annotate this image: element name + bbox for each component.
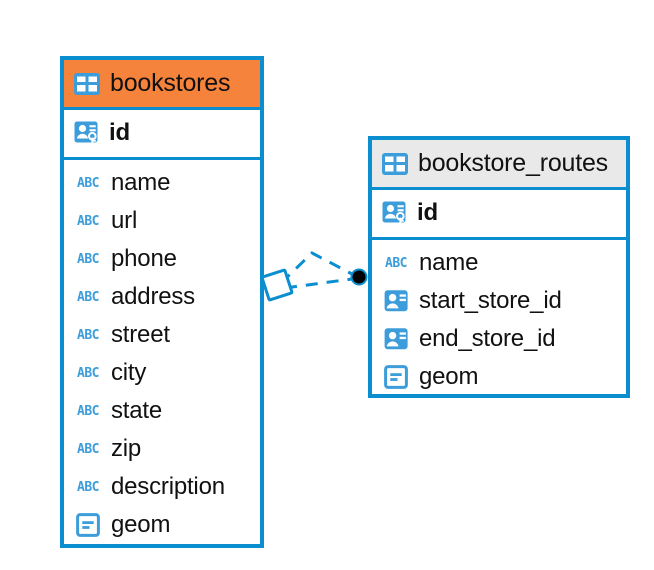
relationship-line-lower [284,277,353,290]
primary-key-icon [74,120,100,146]
field-row-name[interactable]: ABC name [64,164,260,202]
field-section: ABC name ABC url ABC phone ABC address A… [64,160,260,550]
primary-key-section: id [372,190,626,240]
entity-bookstore-routes[interactable]: bookstore_routes [368,136,630,398]
diamond-outline-marker [260,268,294,302]
field-row-zip[interactable]: ABC zip [64,430,260,468]
field-row-start-store-id[interactable]: start_store_id [372,282,626,320]
foreign-key-icon [382,289,410,313]
table-icon [382,152,408,175]
abc-icon: ABC [77,175,99,191]
field-label: city [111,359,147,386]
abc-icon: ABC [77,441,99,457]
abc-icon: ABC [77,327,99,343]
geometry-icon [74,513,102,537]
field-section: ABC name start_store_id [372,240,626,402]
abc-icon: ABC [385,255,407,271]
field-label: state [111,397,163,424]
field-label: phone [111,245,177,272]
entity-header-bookstore-routes[interactable]: bookstore_routes [372,140,626,190]
field-row-street[interactable]: ABC street [64,316,260,354]
filled-circle-marker [350,268,368,286]
geometry-icon [382,365,410,389]
field-row-state[interactable]: ABC state [64,392,260,430]
abc-icon: ABC [77,289,99,305]
entity-title: bookstores [110,69,231,97]
field-label: name [111,169,171,196]
field-row-geom[interactable]: geom [64,506,260,544]
field-label: description [111,473,225,500]
field-label: address [111,283,195,310]
foreign-key-icon [382,327,410,351]
table-icon [74,72,100,95]
field-row-id[interactable]: id [372,194,626,232]
field-row-geom[interactable]: geom [372,358,626,396]
relationship-line-upper [279,251,353,285]
field-label: geom [111,511,171,538]
abc-icon: ABC [77,403,99,419]
field-row-id[interactable]: id [64,114,260,152]
field-label: geom [419,363,479,390]
field-label: url [111,207,138,234]
entity-bookstores[interactable]: bookstores id [60,56,264,548]
field-label: start_store_id [419,287,562,314]
primary-key-section: id [64,110,260,160]
abc-icon: ABC [77,251,99,267]
field-label: street [111,321,170,348]
field-label: name [419,249,479,276]
field-row-phone[interactable]: ABC phone [64,240,260,278]
abc-icon: ABC [77,479,99,495]
primary-key-icon [382,200,408,226]
field-row-description[interactable]: ABC description [64,468,260,506]
field-label: zip [111,435,142,462]
field-label: end_store_id [419,325,556,352]
field-row-end-store-id[interactable]: end_store_id [372,320,626,358]
field-row-name[interactable]: ABC name [372,244,626,282]
field-row-url[interactable]: ABC url [64,202,260,240]
field-row-address[interactable]: ABC address [64,278,260,316]
field-label: id [417,199,438,226]
entity-title: bookstore_routes [418,149,608,177]
field-row-city[interactable]: ABC city [64,354,260,392]
entity-header-bookstores[interactable]: bookstores [64,60,260,110]
abc-icon: ABC [77,213,99,229]
abc-icon: ABC [77,365,99,381]
field-label: id [109,119,130,146]
